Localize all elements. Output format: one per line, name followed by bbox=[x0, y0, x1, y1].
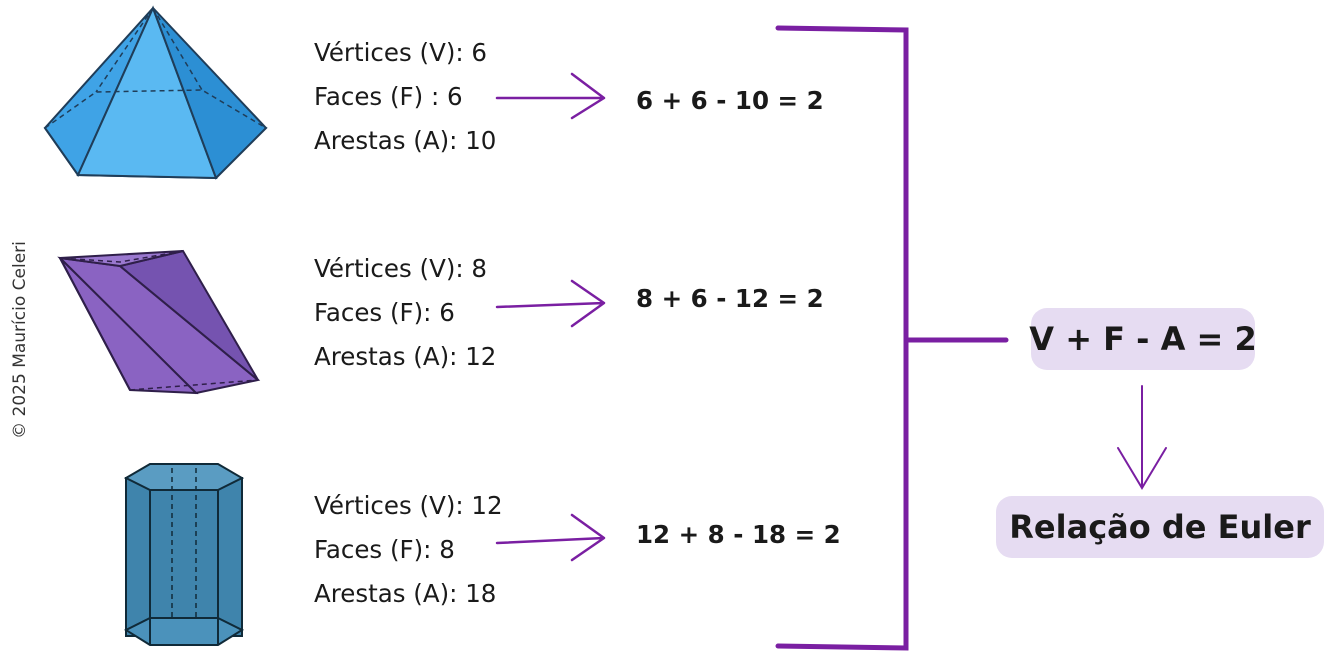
arrow-2 bbox=[495, 279, 606, 328]
solid-2-equation: 8 + 6 - 12 = 2 bbox=[636, 284, 824, 313]
solid-1-edges: Arestas (A): 10 bbox=[314, 126, 497, 155]
solid-2-faces: Faces (F): 6 bbox=[314, 298, 455, 327]
conclusion-pill: Relação de Euler bbox=[996, 496, 1324, 558]
arrow-1 bbox=[495, 72, 606, 120]
formula-pill: V + F - A = 2 bbox=[1029, 308, 1257, 370]
arrow-3 bbox=[495, 513, 606, 562]
solid-3-info: Vértices (V): 12 Faces (F): 8 Arestas (A… bbox=[314, 484, 503, 616]
solid-1-info: Vértices (V): 6 Faces (F) : 6 Arestas (A… bbox=[314, 31, 496, 163]
pentagonal-pyramid-figure bbox=[43, 5, 268, 180]
solid-3-equation: 12 + 8 - 18 = 2 bbox=[636, 520, 841, 549]
solid-3-edges: Arestas (A): 18 bbox=[314, 579, 497, 608]
down-arrow bbox=[1117, 385, 1167, 490]
bracket bbox=[775, 25, 1009, 651]
solid-1-vertices: Vértices (V): 6 bbox=[314, 38, 488, 67]
oblique-prism-figure bbox=[57, 249, 261, 395]
solid-2-edges: Arestas (A): 12 bbox=[314, 342, 497, 371]
solid-3-faces: Faces (F): 8 bbox=[314, 535, 455, 564]
solid-2-vertices: Vértices (V): 8 bbox=[314, 254, 488, 283]
hexagonal-prism-figure bbox=[123, 463, 245, 646]
solid-2-info: Vértices (V): 8 Faces (F): 6 Arestas (A)… bbox=[314, 247, 496, 379]
solid-1-faces: Faces (F) : 6 bbox=[314, 82, 463, 111]
solid-1-equation: 6 + 6 - 10 = 2 bbox=[636, 86, 824, 115]
solid-3-vertices: Vértices (V): 12 bbox=[314, 491, 503, 520]
